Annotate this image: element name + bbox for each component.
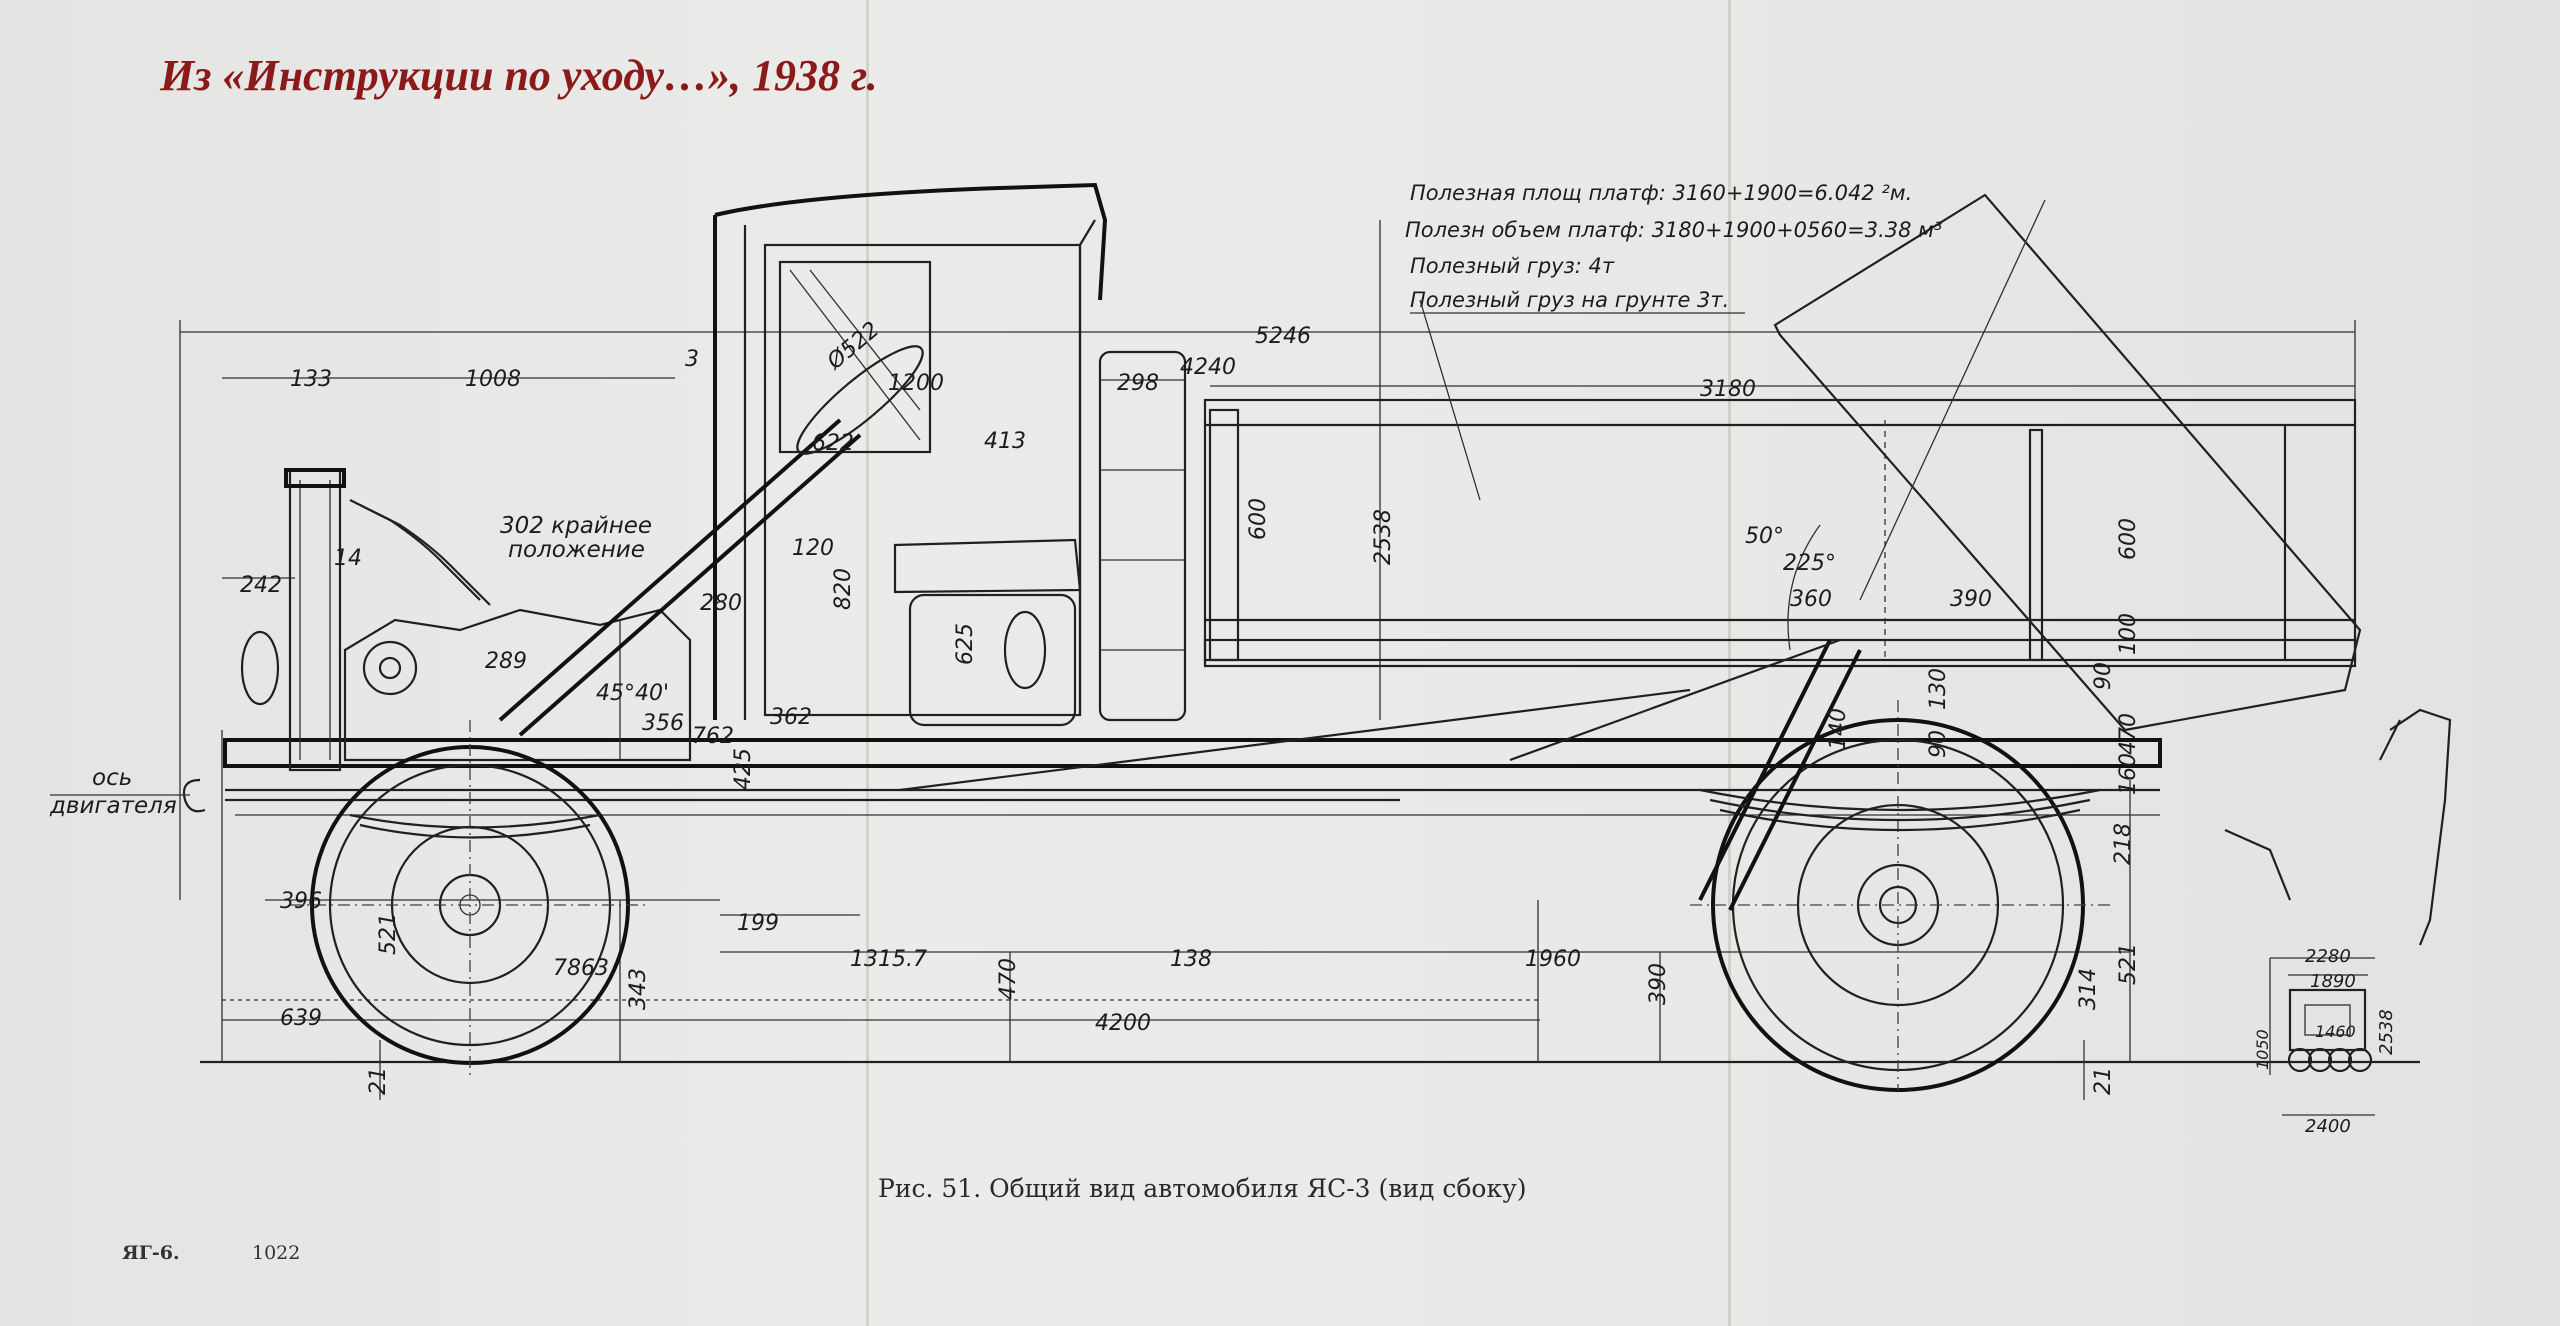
dimension-values: 5246 3180 133 1008 3 1200 Ø522 622 413 2… [240,317,2397,1137]
spec-platform-volume: Полезн объем платф: 3180+1900+0560=3.38 … [1405,218,1942,242]
dim-130: 130 [1926,668,1951,710]
engine-axis-label-2: двигателя [49,793,177,819]
dim-rear-2280: 2280 [2305,946,2351,967]
dim-1315: 1315.7 [850,947,927,972]
dim-overall-length: 5246 [1255,324,1311,349]
paper-fold [866,0,869,1326]
dim-rear-1050: 1050 [2253,1029,2272,1070]
dim-90-a: 90 [2091,662,2116,690]
dim-470-b: 470 [996,958,1021,1000]
cargo-platform [1203,398,2357,668]
dim-360: 360 [1790,587,1832,612]
dim-820: 820 [831,568,856,610]
dim-3: 3 [685,347,699,372]
print-number: 1022 [252,1242,301,1264]
leaf-springs [349,788,2101,839]
rear-wheel [1690,700,2110,1092]
dim-50deg: 50° [1745,524,1784,549]
dim-rear-1460: 1460 [2315,1022,2356,1041]
dim-160: 160 [2116,753,2141,795]
dim-396: 396 [280,889,322,914]
dim-521-a: 521 [376,913,401,955]
dim-199: 199 [737,911,779,936]
dim-138: 138 [1170,947,1212,972]
source-caption: Из «Инструкции по уходу…», 1938 г. [160,51,878,100]
tank-behind-cab [1098,350,1187,722]
dim-639: 639 [280,1006,322,1031]
dim-521-b: 521 [2116,943,2141,985]
dim-390-b: 390 [1646,963,1671,1005]
dim-140: 140 [1826,708,1851,750]
dim-42: 42 [1180,355,1208,380]
dim-470-a: 470 [2116,713,2141,755]
spec-payload-offroad: Полезный груз на грунте 3т. [1410,288,1729,312]
dim-622: 622 [812,431,854,456]
dim-21-b: 21 [2091,1067,2116,1095]
dim-356: 356 [642,711,684,736]
extreme-position-label: 302 крайнее [500,513,652,539]
dim-413: 413 [984,429,1026,454]
dim-rear-2400: 2400 [2305,1116,2351,1137]
dim-289: 289 [485,649,527,674]
dim-425: 425 [731,748,756,790]
dim-280: 280 [700,591,742,616]
dim-390-a: 390 [1950,587,1992,612]
dim-522: Ø522 [822,317,884,375]
tipping-platform [1419,193,2362,732]
dim-762: 762 [692,724,734,749]
tailgate-hinge [2224,708,2452,946]
dimension-lines [179,220,2356,1100]
dim-7863: 7863 [553,956,609,981]
radiator-engine [240,468,692,772]
dim-600-b: 600 [2116,518,2141,560]
dim-rear-1890: 1890 [2310,971,2356,992]
paper-fold [1728,0,1731,1326]
dim-225deg: 225° [1783,551,1836,576]
print-code: ЯГ-6. [122,1242,180,1264]
rear-view-schematic [2269,957,2375,1116]
dim-4200: 4200 [1095,1011,1151,1036]
dim-298: 298 [1117,371,1159,396]
chassis-frame [223,738,2162,816]
dim-600-a: 600 [1246,498,1271,540]
figure-caption: Рис. 51. Общий вид автомобиля ЯС-3 (вид … [878,1174,1527,1203]
dim-133: 133 [290,367,332,392]
dim-90-b: 90 [1926,730,1951,758]
spec-annotations: Полезная площ платф: 3160+1900=6.042 ²м.… [1405,181,1942,314]
dim-625: 625 [953,623,978,665]
cab [713,182,1108,720]
dim-120: 120 [792,536,834,561]
dim-343: 343 [626,968,651,1010]
engine-axis-label: ось [92,765,132,791]
annotation-labels: ось двигателя 302 крайнее положение [49,513,652,819]
dim-362: 362 [770,705,812,730]
dim-100: 100 [2116,613,2141,655]
seat [893,538,1082,727]
hoist-cylinder [899,638,1862,911]
spec-payload: Полезный груз: 4т [1410,254,1615,278]
dim-1008: 1008 [465,367,521,392]
dim-14: 14 [334,546,362,571]
extreme-position-label-2: положение [508,537,645,563]
dim-242: 242 [240,573,282,598]
dim-rear-2538: 2538 [2376,1009,2397,1055]
dim-314: 314 [2076,968,2101,1010]
dim-21-a: 21 [366,1067,391,1095]
dim-1200: 1200 [888,371,944,396]
dim-2538: 2538 [1371,509,1396,565]
dim-platform-length: 3180 [1700,377,1756,402]
dim-1960: 1960 [1525,947,1581,972]
front-wheel [290,720,650,1080]
dim-40: 40 [1208,355,1236,380]
dim-218: 218 [2111,823,2136,865]
front-hook [182,778,206,813]
dim-45-40: 45°40' [596,681,669,706]
spec-platform-area: Полезная площ платф: 3160+1900=6.042 ²м. [1410,181,1912,205]
steering-column [498,345,924,737]
